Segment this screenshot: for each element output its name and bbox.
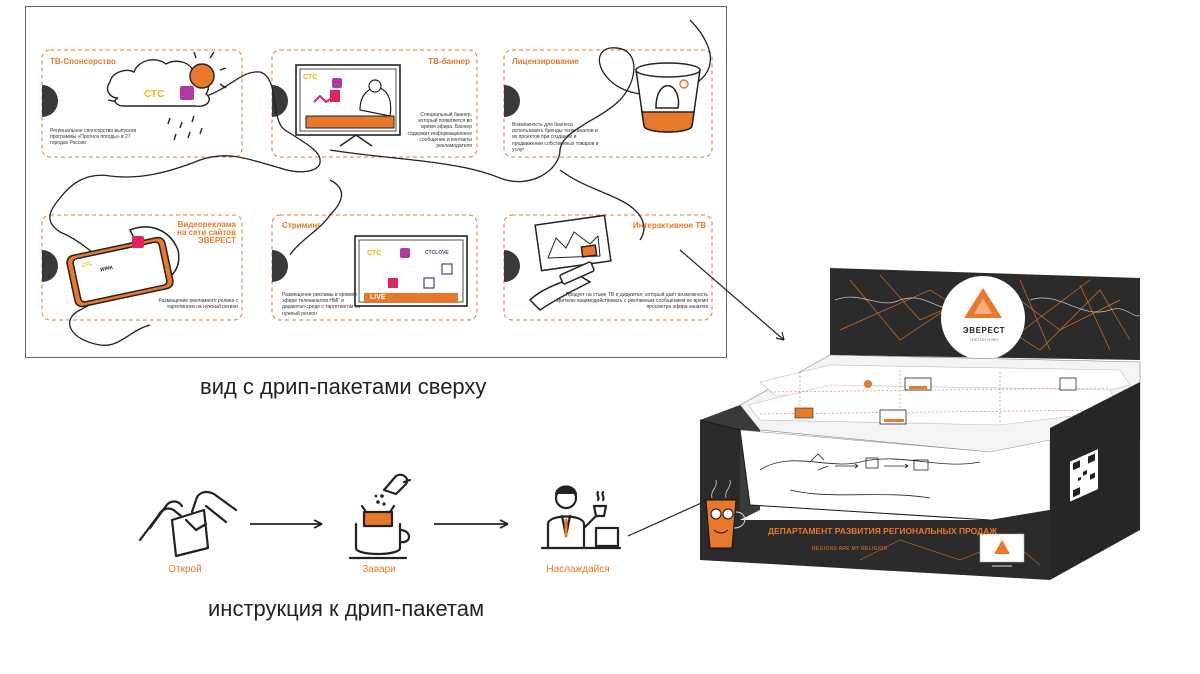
panel-title-interactive-tv: Интерактивное ТВ (632, 221, 706, 230)
cutout-icon (504, 250, 520, 282)
phone-in-hand-icon (66, 226, 180, 308)
panel-frame (271, 49, 478, 158)
mascot-cup-icon (705, 479, 746, 549)
caption-top-view: вид с дрип-пакетами сверху (200, 374, 487, 399)
panel-desc-video-ads: Размещение рекламного ролика с таргетинг… (158, 298, 238, 311)
man-with-coffee-icon (540, 485, 622, 550)
panel-title-licensing: Лицензирование (512, 57, 579, 66)
panel-title-sponsorship: ТВ-Спонсорство (50, 57, 116, 66)
arrow-right-icon (250, 519, 323, 529)
panel-desc-streaming: Размещение рекламы в прямом эфире телека… (282, 292, 361, 317)
streaming-tv-icon (354, 235, 468, 307)
cutout-icon (42, 250, 58, 282)
step-label-brew: Завари (362, 564, 396, 575)
channel-live-label: LIVE (370, 294, 386, 301)
box-front-panel (700, 420, 1050, 580)
panel-desc-interactive-tv: Продукт на стыке ТВ и диджитал, который … (556, 292, 708, 311)
panel-desc-tv-banner: Специальный баннер, который появляется в… (407, 112, 473, 150)
channel-ctc-label: СТС (367, 250, 382, 257)
cutout-icon (42, 85, 58, 117)
panel-title-streaming: Стриминг (282, 221, 321, 230)
channel-ctc-label: СТС (303, 74, 318, 81)
caption-instructions: инструкция к дрип-пакетам (208, 596, 485, 621)
box-logo-text: ЭВЕРЕСТ (962, 326, 1006, 335)
interactive-tv-icon (528, 214, 612, 311)
box-front-subtitle: REGIONS ARE MY RELIGION (812, 546, 888, 552)
arrow-right-icon (434, 519, 509, 529)
pointer-arrow (679, 249, 785, 341)
channel-ctc-love-label: СТСLOVE (425, 250, 449, 256)
step-label-open: Открой (168, 564, 202, 575)
channel-ctc-label: СТС (144, 89, 165, 100)
tv-banner-icon (295, 64, 401, 147)
panel-desc-licensing: Возможность для бизнеса использовать бре… (512, 122, 599, 153)
cutout-icon (504, 85, 520, 117)
front-tv-icon (979, 533, 1025, 567)
licensed-cup-icon (635, 62, 701, 133)
step-label-enjoy: Наслаждайся (546, 564, 610, 575)
squiggle-line (49, 19, 711, 346)
triangle-logo-icon (964, 288, 1002, 318)
box-front-title: ДЕПАРТАМЕНТ РАЗВИТИЯ РЕГИОНАЛЬНЫХ ПРОДАЖ (768, 526, 998, 536)
panel-desc-sponsorship: Региональное спонсорство выпусков програ… (50, 128, 137, 147)
pointer-line (627, 499, 709, 537)
cutout-icon (272, 250, 288, 282)
panel-title-tv-banner: ТВ-баннер (428, 57, 470, 66)
panel-title-video-ads: Видеореклама на сети сайтов ЭВЕРЕСТ (177, 220, 236, 245)
drip-cup-icon (348, 473, 412, 560)
hands-tearing-icon (138, 490, 238, 558)
box-logo-subtext: ТИЕТОН НЛКП (969, 338, 999, 342)
panel-frame (41, 214, 243, 321)
